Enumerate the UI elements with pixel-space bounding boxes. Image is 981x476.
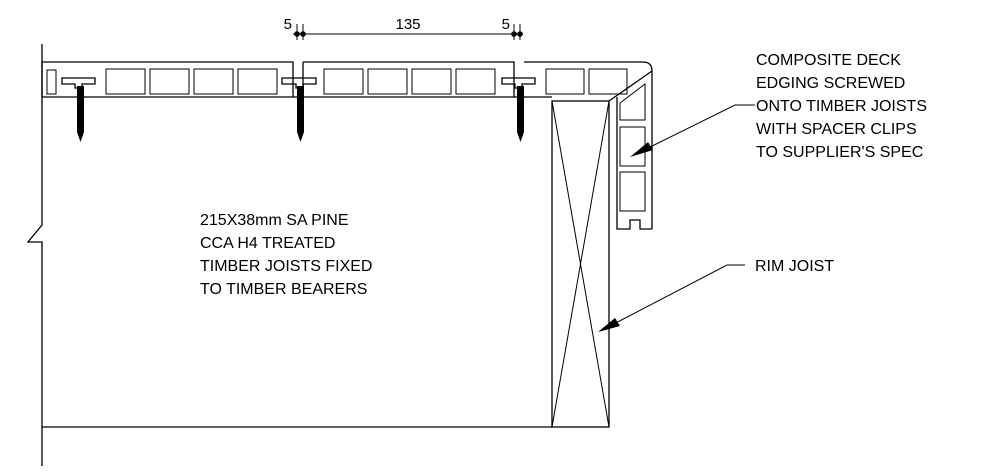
board-cavity <box>588 68 628 95</box>
screw <box>297 86 304 142</box>
deck-board <box>41 61 294 97</box>
board-cavity <box>237 68 278 95</box>
board-cavity <box>411 68 452 95</box>
edging-note-line: ONTO TIMBER JOISTS <box>756 98 927 115</box>
dim-gap-right: 5 <box>502 16 510 33</box>
rim-joist-note: RIM JOIST <box>755 258 834 275</box>
edging-note-line: COMPOSITE DECK <box>756 52 901 69</box>
joist-note-line: TIMBER JOISTS FIXED <box>200 258 372 275</box>
dimension-dot <box>511 31 517 37</box>
rim-joist-outline <box>551 100 610 428</box>
dim-gap-left: 5 <box>284 16 292 33</box>
rim-leader-arrow <box>598 318 620 332</box>
board-cavity <box>149 68 190 95</box>
edging-note: COMPOSITE DECK EDGING SCREWED ONTO TIMBE… <box>756 52 931 161</box>
board-cavity <box>367 68 408 95</box>
edging-note-line: EDGING SCREWED <box>756 75 905 92</box>
deck-boards <box>41 61 653 229</box>
board-cavity <box>323 68 364 95</box>
edging-cavity <box>619 171 646 212</box>
edging-cavity <box>619 126 646 167</box>
joist-note-line: CCA H4 TREATED <box>200 235 335 252</box>
rim-joist-cross <box>551 100 610 428</box>
board-cavity <box>105 68 146 95</box>
leaders <box>598 104 755 332</box>
dimension-chain: 5 135 5 <box>284 16 523 40</box>
board-cavity <box>46 69 57 95</box>
dimension-dot <box>300 31 306 37</box>
dim-board-width: 135 <box>395 16 420 33</box>
edging-leader-arrow <box>630 142 653 157</box>
joist-note-line: TO TIMBER BEARERS <box>200 281 367 298</box>
rim-leader <box>607 264 745 328</box>
rim-joist <box>551 100 610 428</box>
board-cavity <box>193 68 234 95</box>
dimension-dot <box>294 31 300 37</box>
edging-note-line: WITH SPACER CLIPS <box>756 121 917 138</box>
joist-note: 215X38mm SA PINE CCA H4 TREATED TIMBER J… <box>200 212 377 298</box>
screw <box>77 86 84 142</box>
dimension-dot <box>517 31 523 37</box>
edging-leader <box>637 104 755 154</box>
edging-profile <box>608 70 653 230</box>
joist-note-line: 215X38mm SA PINE <box>200 212 349 229</box>
composite-edging <box>608 70 653 230</box>
screws <box>77 86 524 142</box>
break-line <box>26 44 43 466</box>
deck-board <box>302 61 515 97</box>
edging-note-line: TO SUPPLIER'S SPEC <box>756 144 923 161</box>
deck-board <box>524 61 653 229</box>
board-cavity <box>455 68 496 95</box>
edging-cavity <box>619 82 646 121</box>
board-cavity <box>545 68 585 95</box>
screw <box>517 86 524 142</box>
